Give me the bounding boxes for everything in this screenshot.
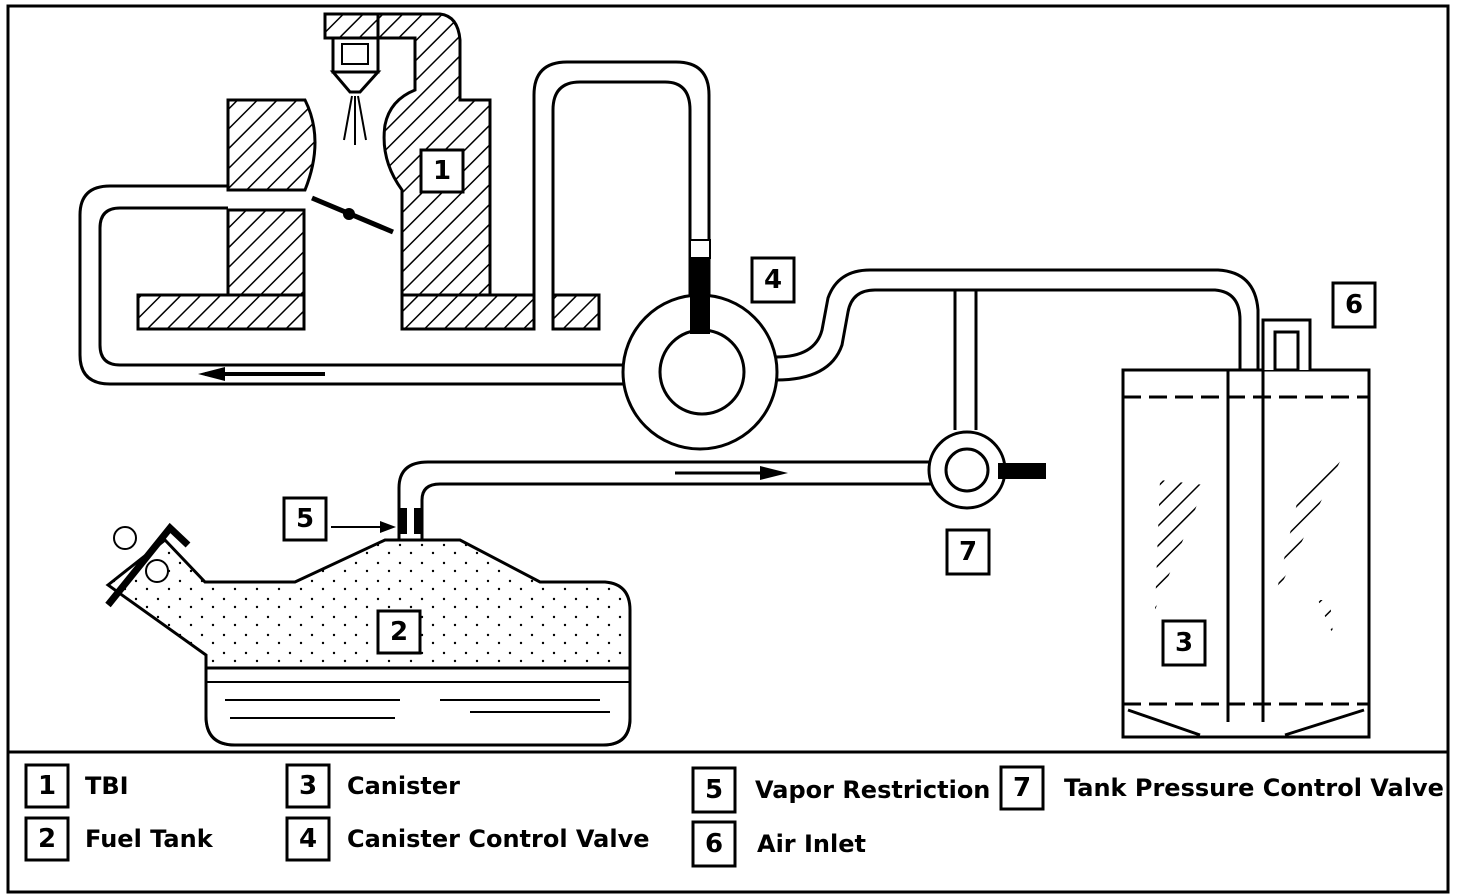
callout-3: 3 [1161,619,1207,667]
canister-control-valve [621,239,779,451]
vapor-restriction [331,508,422,534]
callout-1: 1 [419,148,465,194]
svg-text:7: 7 [959,537,977,567]
svg-text:3: 3 [1175,628,1193,658]
svg-text:Tank Pressure Control Valve: Tank Pressure Control Valve [1064,774,1444,802]
svg-text:Vapor Restriction: Vapor Restriction [755,776,990,804]
svg-text:Canister Control Valve: Canister Control Valve [347,825,650,853]
svg-text:4: 4 [764,265,782,295]
svg-text:6: 6 [1345,290,1363,320]
svg-text:2: 2 [390,617,408,647]
flow-arrow-left [198,367,325,381]
tank-pressure-control-valve [927,430,1046,510]
legend-item-3: 3 Canister [285,763,460,809]
canister [1121,318,1371,739]
purge-loop-pipe [78,60,711,386]
callout-7: 7 [945,528,991,576]
svg-text:Air Inlet: Air Inlet [757,830,866,858]
svg-text:TBI: TBI [85,772,129,800]
svg-text:1: 1 [38,771,56,801]
svg-text:5: 5 [705,775,723,805]
tbi-assembly [136,12,601,331]
svg-text:Fuel Tank: Fuel Tank [85,825,214,853]
svg-text:2: 2 [38,824,56,854]
callout-5: 5 [282,496,328,542]
legend: 1 TBI 2 Fuel Tank 3 Canister 4 Canister … [24,763,1444,868]
svg-text:1: 1 [433,156,451,186]
legend-item-6: 6 Air Inlet [691,820,866,868]
svg-text:7: 7 [1013,773,1031,803]
legend-item-2: 2 Fuel Tank [24,816,214,862]
svg-text:4: 4 [299,824,317,854]
legend-item-4: 4 Canister Control Valve [285,816,650,862]
svg-text:3: 3 [299,771,317,801]
flow-arrow-right [675,466,788,480]
legend-item-7: 7 Tank Pressure Control Valve [999,765,1444,811]
vapor-pipe [775,268,1260,720]
fuel-tank [105,522,632,747]
svg-text:Canister: Canister [347,772,460,800]
svg-text:6: 6 [705,829,723,859]
legend-item-1: 1 TBI [24,763,129,809]
svg-text:5: 5 [296,504,314,534]
tank-vent-pipe [397,460,932,540]
callout-4: 4 [750,256,796,304]
legend-item-5: 5 Vapor Restriction [691,766,990,814]
outer-frame [6,4,1450,894]
callout-2: 2 [376,609,422,655]
callout-6: 6 [1331,281,1377,329]
